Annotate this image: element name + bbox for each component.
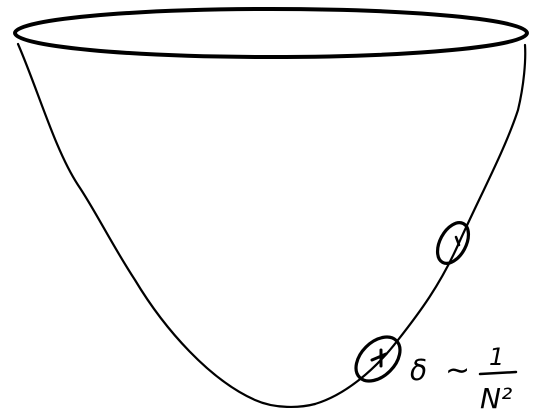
fraction-bar: [480, 372, 516, 374]
bowl-rim: [15, 9, 527, 57]
fraction-denominator: N²: [480, 382, 512, 415]
bowl-left-wall: [18, 44, 315, 407]
delta-scaling-annotation: δ ∼ 1 N²: [410, 343, 516, 415]
approx-relation: ∼: [445, 353, 470, 388]
delta-symbol: δ: [410, 354, 427, 387]
upper-circle-mark: [456, 237, 459, 245]
fraction-numerator: 1: [489, 343, 504, 371]
